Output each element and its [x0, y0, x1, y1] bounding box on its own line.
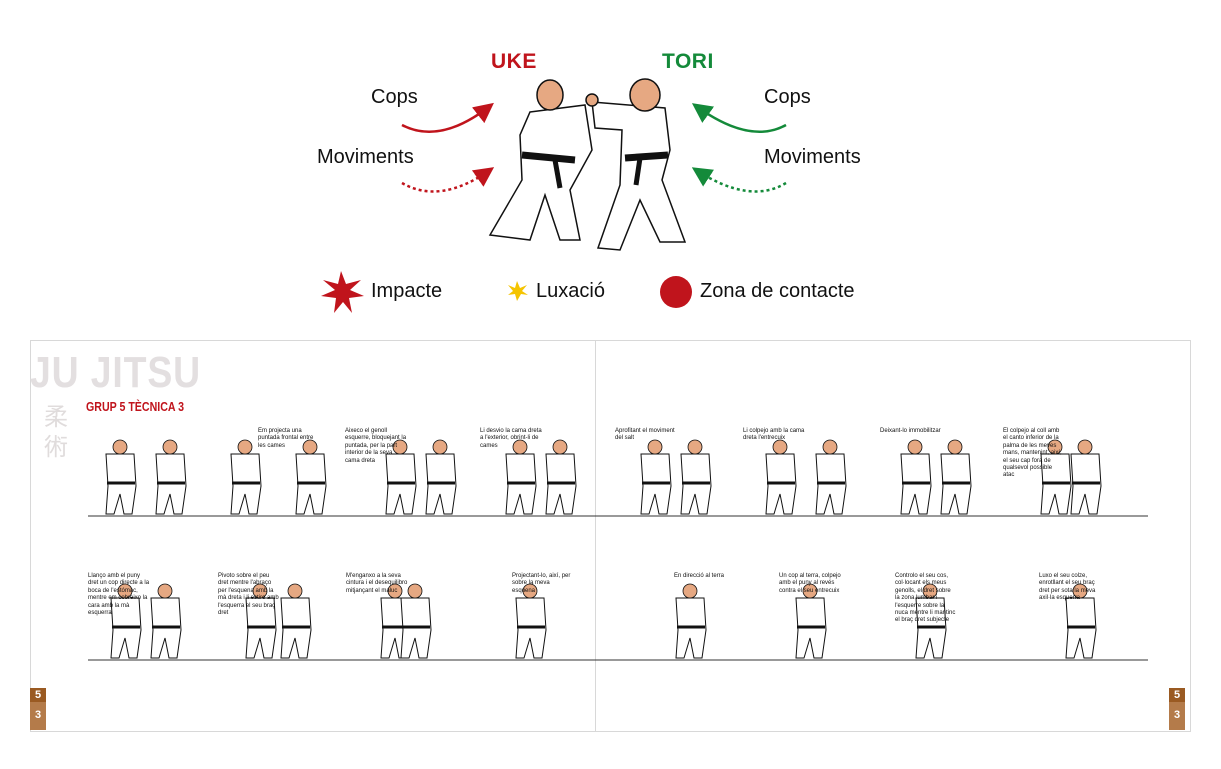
tori-label: TORI: [662, 50, 714, 73]
judoka-figure: [295, 439, 327, 515]
uke-moviments-label: Moviments: [317, 146, 414, 168]
step-caption: Controlo el seu cos, col·locant els meus…: [895, 573, 956, 624]
tori-cops-arrow: [691, 103, 787, 133]
judoka-figure: [425, 439, 457, 515]
book-title: JU JITSU: [30, 348, 201, 397]
page-number-bottom: 3: [1169, 702, 1185, 730]
judoka-figure: [280, 583, 312, 659]
step-caption: Aixeco el genoll esquerre, bloquejant la…: [345, 428, 407, 464]
step-caption: Em projecta una puntada frontal entre le…: [258, 428, 314, 449]
step-caption: Luxo el seu colze, enrotllant el seu bra…: [1039, 573, 1096, 602]
step-caption: M'enganxo a la seva cintura i el desequi…: [346, 573, 408, 594]
step-caption: Li desvio la cama dreta a l'exterior, ob…: [480, 428, 542, 449]
tori-moviments-label: Moviments: [764, 146, 861, 168]
uke-cops-arrow: [401, 102, 494, 133]
book-spread: [30, 340, 1191, 732]
page-divider: [595, 340, 596, 732]
judoka-figure: [1040, 439, 1072, 515]
step-caption: Pivoto sobre el peu dret mentre l'abraço…: [218, 573, 279, 617]
impact-star-icon: [321, 271, 364, 313]
legend-zona-contacte: Zona de contacte: [700, 280, 855, 303]
judoka-figure: [680, 439, 712, 515]
judoka-figure: [815, 439, 847, 515]
technique-subtitle: GRUP 5 TÈCNICA 3: [86, 400, 185, 414]
judoka-figure: [795, 583, 827, 659]
tori-figure: [585, 78, 687, 251]
page-number-bottom: 3: [30, 702, 46, 730]
judoka-figure: [245, 583, 277, 659]
uke-label: UKE: [491, 50, 537, 73]
step-caption: Deixant-lo immobilitzar: [880, 428, 941, 434]
judoka-figure: [230, 439, 262, 515]
uke-moviments-arrow: [401, 167, 495, 193]
luxation-star-icon: [508, 281, 528, 301]
step-caption: Un cop al terra, colpejo amb el puny al …: [779, 573, 841, 594]
judoka-figure: [640, 439, 672, 515]
legend-label: Zona de contacte: [700, 280, 855, 302]
step-caption: Llanço amb el puny dret un cop directe a…: [88, 573, 150, 617]
judoka-figure: [105, 439, 137, 515]
step-caption: El colpejo al coll amb el canto inferior…: [1003, 428, 1062, 479]
legend-luxacio: Luxació: [536, 280, 605, 303]
uke-figure: [488, 79, 593, 241]
left-page-number: 5 3: [30, 688, 46, 730]
step-caption: Li colpejo amb la cama dreta l'entrecuix: [743, 428, 805, 442]
uke-cops-label: Cops: [371, 86, 418, 108]
judoka-figure: [1065, 583, 1097, 659]
tori-moviments-arrow: [691, 167, 787, 193]
right-page-number: 5 3: [1169, 688, 1185, 730]
judoka-figure: [1070, 439, 1102, 515]
step-caption: Projectant-lo, així, per sobre la meva e…: [512, 573, 571, 594]
page-number-top: 5: [30, 688, 46, 702]
judoka-figure: [900, 439, 932, 515]
page-number-top: 5: [1169, 688, 1185, 702]
kanji-watermark: 柔術: [44, 403, 68, 461]
judoka-figure: [505, 439, 537, 515]
judoka-figure: [765, 439, 797, 515]
judoka-figure: [940, 439, 972, 515]
header-illustration: [321, 78, 787, 313]
judoka-figure: [545, 439, 577, 515]
legend-label: Luxació: [536, 280, 605, 302]
judoka-figure: [675, 583, 707, 659]
step-caption: Aprofitant el moviment del salt: [615, 428, 675, 442]
legend-label: Impacte: [371, 280, 443, 302]
legend-impacte: Impacte: [371, 280, 442, 303]
contact-zone-dot-icon: [660, 276, 692, 308]
step-caption: En direcció al terra: [674, 573, 725, 579]
judoka-figure: [515, 583, 547, 659]
judoka-figure: [110, 583, 142, 659]
judoka-figure: [155, 439, 187, 515]
judoka-figure: [915, 583, 947, 659]
judoka-figure: [385, 439, 417, 515]
tori-cops-label: Cops: [764, 86, 811, 108]
judoka-figure: [400, 583, 432, 659]
judoka-figure: [150, 583, 182, 659]
